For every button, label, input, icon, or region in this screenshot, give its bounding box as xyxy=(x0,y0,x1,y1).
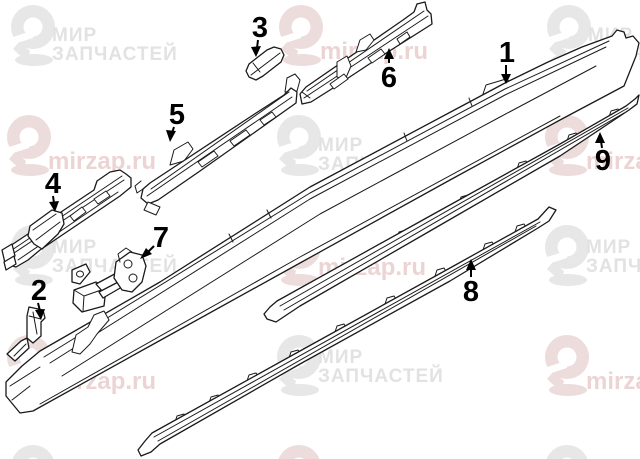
part-8-rocker-strip xyxy=(137,206,557,457)
watermark-text: МИР xyxy=(52,25,97,46)
part-5-sill-rail xyxy=(134,73,301,216)
svg-text:8: 8 xyxy=(463,276,479,308)
callout-4: 4 xyxy=(45,168,61,212)
location-pin-icon xyxy=(271,115,321,176)
location-pin-icon xyxy=(539,225,589,286)
svg-text:9: 9 xyxy=(595,145,611,177)
watermark-tile: mirzap.ru xyxy=(1,115,156,176)
callout-8: 8 xyxy=(463,259,479,308)
part-6-sill-rail xyxy=(299,1,433,105)
svg-text:3: 3 xyxy=(252,12,268,44)
location-pin-icon xyxy=(1,115,51,176)
location-pin-icon xyxy=(12,445,54,459)
part-7-jack-support-bracket xyxy=(71,247,147,313)
watermark-text: МИР xyxy=(318,135,363,156)
watermark-text: mirzap.ru xyxy=(48,148,156,175)
callouts: 1 2 3 4 5 6 7 xyxy=(31,12,611,320)
callout-3: 3 xyxy=(251,12,268,57)
watermark-tile: МИР ЗАПЧАСТЕЙ xyxy=(5,5,177,66)
watermark-text: mirzap.ru xyxy=(586,368,640,395)
part-4-sill-rail xyxy=(1,169,132,271)
watermark-tile: mirzap.ru xyxy=(273,5,428,66)
callout-1: 1 xyxy=(499,37,515,84)
callout-2: 2 xyxy=(31,275,47,320)
watermark-text: МИР xyxy=(586,237,631,258)
svg-text:4: 4 xyxy=(45,168,61,200)
watermark-tile: mirzap.ru xyxy=(539,115,640,176)
watermark-text: ЗАПЧАСТЕЙ xyxy=(52,43,178,65)
watermark-text: ЗАПЧАСТЕЙ xyxy=(586,255,640,277)
location-pin-icon xyxy=(278,445,320,459)
location-pin-icon xyxy=(273,5,323,66)
watermark-tile xyxy=(546,445,588,459)
watermark-text: МИР xyxy=(318,347,363,368)
callout-5: 5 xyxy=(166,99,185,142)
watermark-tile: МИР ЗАПЧАСТЕЙ xyxy=(539,225,640,286)
svg-text:5: 5 xyxy=(169,99,185,131)
callout-9: 9 xyxy=(595,132,611,177)
callout-7: 7 xyxy=(140,222,169,259)
watermark-text: МИР xyxy=(52,237,97,258)
location-pin-icon xyxy=(5,5,55,66)
watermark-tile xyxy=(278,445,320,459)
watermark-text: mirzap.ru xyxy=(586,148,640,175)
svg-text:7: 7 xyxy=(153,222,169,254)
location-pin-icon xyxy=(539,335,589,396)
part-3-pad xyxy=(245,46,285,81)
svg-text:6: 6 xyxy=(381,62,397,94)
watermark-tile xyxy=(12,445,54,459)
location-pin-icon xyxy=(546,445,588,459)
callout-6: 6 xyxy=(381,48,397,94)
watermark-tile: mirzap.ru xyxy=(539,335,640,396)
part-9-rocker-strip xyxy=(263,94,640,323)
watermark-text: ЗАПЧАСТЕЙ xyxy=(318,365,444,387)
part-1-rocker-panel-molding xyxy=(5,29,640,414)
svg-text:2: 2 xyxy=(31,275,47,307)
svg-text:1: 1 xyxy=(499,37,515,69)
